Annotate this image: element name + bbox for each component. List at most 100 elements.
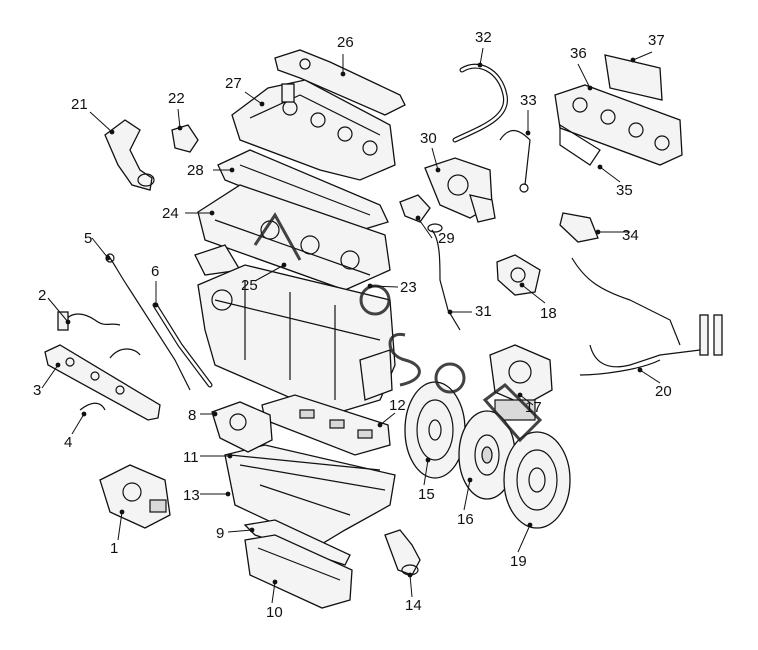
leader-line xyxy=(41,364,59,389)
callout-8: 8 xyxy=(188,407,196,424)
leader-line xyxy=(227,529,253,533)
callout-10: 10 xyxy=(266,604,283,621)
leader-dot xyxy=(407,572,413,578)
callout-6: 6 xyxy=(151,263,159,280)
leader-dot xyxy=(340,71,346,77)
leader-line xyxy=(379,412,396,426)
leader-dot xyxy=(415,215,421,221)
leader-dot xyxy=(597,164,603,170)
leader-dot xyxy=(249,527,255,533)
oil-pump xyxy=(211,401,381,471)
leader-dot xyxy=(209,210,215,216)
leader-line xyxy=(417,217,433,239)
leader-dot xyxy=(519,282,525,288)
leader-dot xyxy=(517,392,523,398)
callout-24: 24 xyxy=(162,205,179,222)
leader-dot xyxy=(587,85,593,91)
leader-dot xyxy=(447,309,453,315)
coolant-hose xyxy=(452,63,508,143)
egr-valve xyxy=(496,254,541,296)
leader-dot xyxy=(65,319,71,325)
callout-34: 34 xyxy=(622,227,639,244)
oil-sump xyxy=(224,444,396,546)
leader-dot xyxy=(525,130,531,136)
callout-11: 11 xyxy=(183,449,199,466)
leader-dot xyxy=(119,509,125,515)
leader-dot xyxy=(81,411,87,417)
leader-line xyxy=(632,51,653,61)
return-pipe xyxy=(79,402,106,411)
callout-33: 33 xyxy=(520,92,537,109)
leader-line xyxy=(177,108,181,129)
leader-dot xyxy=(227,453,233,459)
callout-28: 28 xyxy=(187,162,204,179)
leader-line xyxy=(599,166,621,183)
leader-line xyxy=(517,524,531,553)
oil-pan xyxy=(243,519,353,609)
callout-29: 29 xyxy=(438,230,455,247)
leader-dot xyxy=(425,457,431,463)
leader-dot xyxy=(55,362,61,368)
leader-dot xyxy=(177,125,183,131)
clutch-disc xyxy=(458,410,516,500)
leader-line xyxy=(479,47,484,66)
callout-27: 27 xyxy=(225,75,242,92)
leader-dot xyxy=(109,129,115,135)
water-outlet xyxy=(399,194,431,223)
leader-dot xyxy=(212,411,218,417)
thermostat-housing xyxy=(171,124,199,153)
leader-dot xyxy=(637,367,643,373)
leader-line xyxy=(89,111,113,133)
callout-26: 26 xyxy=(337,34,354,51)
callout-19: 19 xyxy=(510,553,527,570)
leader-dot xyxy=(272,579,278,585)
leader-line xyxy=(271,581,276,604)
leader-line xyxy=(423,459,429,486)
leader-line xyxy=(117,511,123,541)
leader-lines xyxy=(41,47,661,604)
leader-line xyxy=(369,285,399,288)
leader-dot xyxy=(477,62,483,68)
callout-21: 21 xyxy=(71,96,88,113)
breather-hose xyxy=(152,302,213,388)
leader-line xyxy=(71,413,85,435)
callout-25: 25 xyxy=(241,277,258,294)
leader-dot xyxy=(259,101,265,107)
leader-dot xyxy=(467,477,473,483)
callout-30: 30 xyxy=(420,130,437,147)
leader-line xyxy=(577,63,591,89)
turbo-oil-pipes xyxy=(571,257,723,376)
leader-dot xyxy=(527,522,533,528)
leader-line xyxy=(431,147,439,171)
flywheel xyxy=(404,381,466,479)
callout-35: 35 xyxy=(616,182,633,199)
leader-line xyxy=(409,574,413,598)
leader-line xyxy=(521,284,546,304)
callout-36: 36 xyxy=(570,45,587,62)
callout-13: 13 xyxy=(183,487,200,504)
callout-1: 1 xyxy=(110,540,118,557)
leader-line xyxy=(639,369,661,384)
callout-14: 14 xyxy=(405,597,422,614)
leader-dot xyxy=(435,167,441,173)
leader-line xyxy=(519,394,534,406)
leader-dot xyxy=(281,262,287,268)
callout-32: 32 xyxy=(475,29,492,46)
injection-pump xyxy=(99,464,171,529)
callout-17: 17 xyxy=(525,399,542,416)
leader-dot xyxy=(105,255,111,261)
callout-31: 31 xyxy=(475,303,492,320)
callout-2: 2 xyxy=(38,287,46,304)
valve-cover xyxy=(231,79,396,181)
rocker-cover-plate xyxy=(274,49,406,116)
head-gasket xyxy=(217,149,389,233)
turbocharger xyxy=(489,344,553,421)
leader-dot xyxy=(595,229,601,235)
leader-line xyxy=(47,297,69,323)
sensor-lead xyxy=(499,130,531,193)
leader-dot xyxy=(377,422,383,428)
leader-dot xyxy=(225,491,231,497)
leader-dot xyxy=(153,302,159,308)
callout-15: 15 xyxy=(418,486,435,503)
leader-dot xyxy=(229,167,235,173)
